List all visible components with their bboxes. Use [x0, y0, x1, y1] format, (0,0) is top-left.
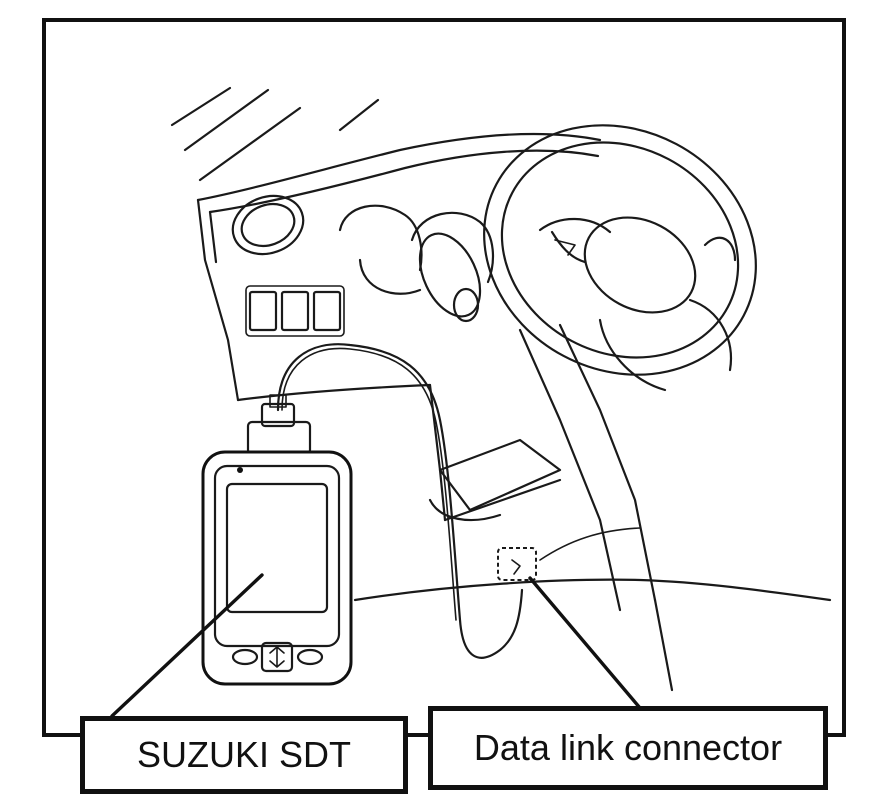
diagram-frame: [42, 18, 846, 737]
scan-tool-device: [201, 394, 353, 686]
air-vent-left: [231, 194, 305, 256]
instrument-cluster: [338, 204, 494, 323]
tool-cable: [276, 343, 524, 659]
door-sill-line: [539, 527, 641, 561]
leader-line-tool: [110, 573, 264, 718]
windshield-lines: [170, 86, 380, 182]
centre-console: [428, 438, 562, 522]
switch-panel: [245, 285, 345, 337]
device-led: [237, 467, 243, 473]
dashboard-outline: [196, 132, 602, 522]
steering-wheel: [483, 124, 757, 392]
label-data-link-connector: Data link connector: [428, 706, 828, 790]
steering-column: [518, 323, 674, 692]
floor-line: [353, 578, 832, 602]
leader-line-connector: [528, 576, 642, 710]
label-suzuki-sdt: SUZUKI SDT: [80, 716, 408, 794]
data-link-connector: [497, 547, 537, 581]
device-arrow-keys-icon: [260, 641, 294, 673]
tool-cable-inner: [281, 347, 457, 621]
